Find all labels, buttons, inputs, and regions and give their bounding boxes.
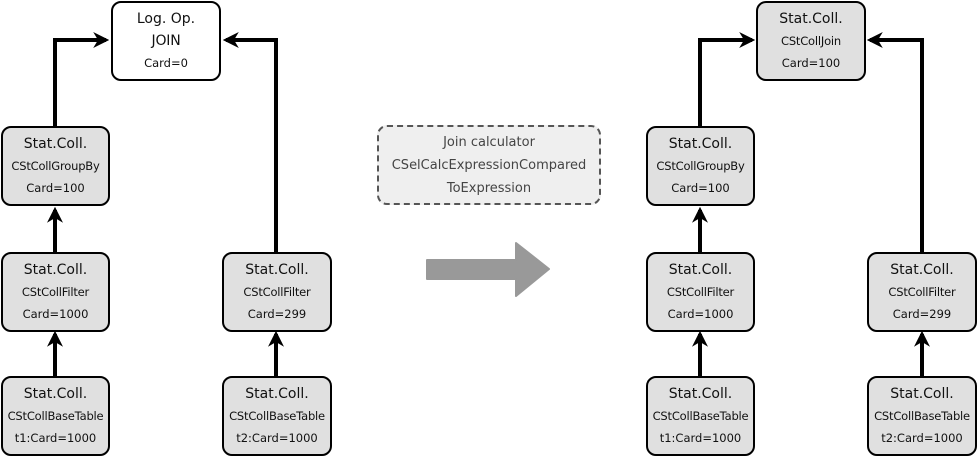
after-left-filter-node: Stat.Coll. CStCollFilter Card=1000: [646, 252, 755, 332]
node-title: Stat.Coll.: [23, 262, 88, 278]
node-type: CStCollFilter: [21, 285, 90, 299]
node-card: Card=100: [781, 56, 841, 70]
node-title: Stat.Coll.: [779, 11, 843, 27]
node-title: Stat.Coll.: [668, 262, 733, 278]
node-card: Card=100: [26, 181, 85, 195]
node-card: t1:Card=1000: [14, 431, 97, 445]
node-title: Stat.Coll.: [668, 136, 733, 152]
node-card: t2:Card=1000: [881, 431, 963, 445]
edge-after-left-groupby-to-join: [698, 32, 756, 126]
node-title: Stat.Coll.: [245, 386, 309, 402]
before-left-filter-node: Stat.Coll. CStCollFilter Card=1000: [1, 252, 110, 332]
before-right-filter-node: Stat.Coll. CStCollFilter Card=299: [222, 252, 332, 332]
node-type: CStCollBaseTable: [874, 409, 970, 423]
node-title: Stat.Coll.: [23, 136, 88, 152]
node-type: CStCollFilter: [243, 285, 311, 299]
edge-left-groupby-to-join: [53, 32, 110, 126]
after-left-groupby-node: Stat.Coll. CStCollGroupBy Card=100: [646, 126, 755, 206]
node-type: CStCollBaseTable: [229, 409, 325, 423]
node-title: Stat.Coll.: [245, 262, 309, 278]
calc-line-1: Join calculator: [443, 134, 535, 150]
node-title: Stat.Coll.: [890, 386, 954, 402]
node-type: CStCollFilter: [666, 285, 735, 299]
node-type: CStCollGroupBy: [11, 159, 100, 173]
transform-arrow-icon: [426, 242, 550, 297]
before-left-groupby-node: Stat.Coll. CStCollGroupBy Card=100: [1, 126, 110, 206]
node-card: Card=1000: [667, 307, 734, 321]
edge-after-right-filter-to-join: [866, 32, 924, 252]
after-right-base-node: Stat.Coll. CStCollBaseTable t2:Card=1000: [867, 376, 977, 456]
edge-right-filter-to-join: [222, 32, 278, 252]
node-title: Log. Op.: [136, 11, 196, 27]
node-card: Card=299: [892, 307, 952, 321]
join-calculator-box: Join calculator CSelCalcExpressionCompar…: [377, 125, 601, 205]
node-title: Stat.Coll.: [23, 386, 88, 402]
node-type: JOIN: [151, 33, 181, 49]
node-card: t1:Card=1000: [659, 431, 742, 445]
after-left-base-node: Stat.Coll. CStCollBaseTable t1:Card=1000: [646, 376, 755, 456]
node-card: t2:Card=1000: [236, 431, 318, 445]
node-card: Card=1000: [22, 307, 89, 321]
node-type: CStCollFilter: [888, 285, 956, 299]
node-type: CStCollJoin: [780, 34, 841, 48]
calc-line-3: ToExpression: [446, 180, 532, 196]
before-right-base-node: Stat.Coll. CStCollBaseTable t2:Card=1000: [222, 376, 332, 456]
calc-line-2: CSelCalcExpressionCompared: [391, 157, 587, 173]
before-left-base-node: Stat.Coll. CStCollBaseTable t1:Card=1000: [1, 376, 110, 456]
node-type: CStCollBaseTable: [652, 409, 749, 423]
before-join-node: Log. Op. JOIN Card=0: [111, 1, 221, 81]
after-join-node: Stat.Coll. CStCollJoin Card=100: [756, 1, 866, 81]
node-type: CStCollGroupBy: [656, 159, 745, 173]
node-card: Card=299: [247, 307, 307, 321]
node-card: Card=0: [144, 56, 188, 70]
node-card: Card=100: [671, 181, 730, 195]
after-right-filter-node: Stat.Coll. CStCollFilter Card=299: [867, 252, 977, 332]
node-title: Stat.Coll.: [668, 386, 733, 402]
node-title: Stat.Coll.: [890, 262, 954, 278]
node-type: CStCollBaseTable: [7, 409, 104, 423]
